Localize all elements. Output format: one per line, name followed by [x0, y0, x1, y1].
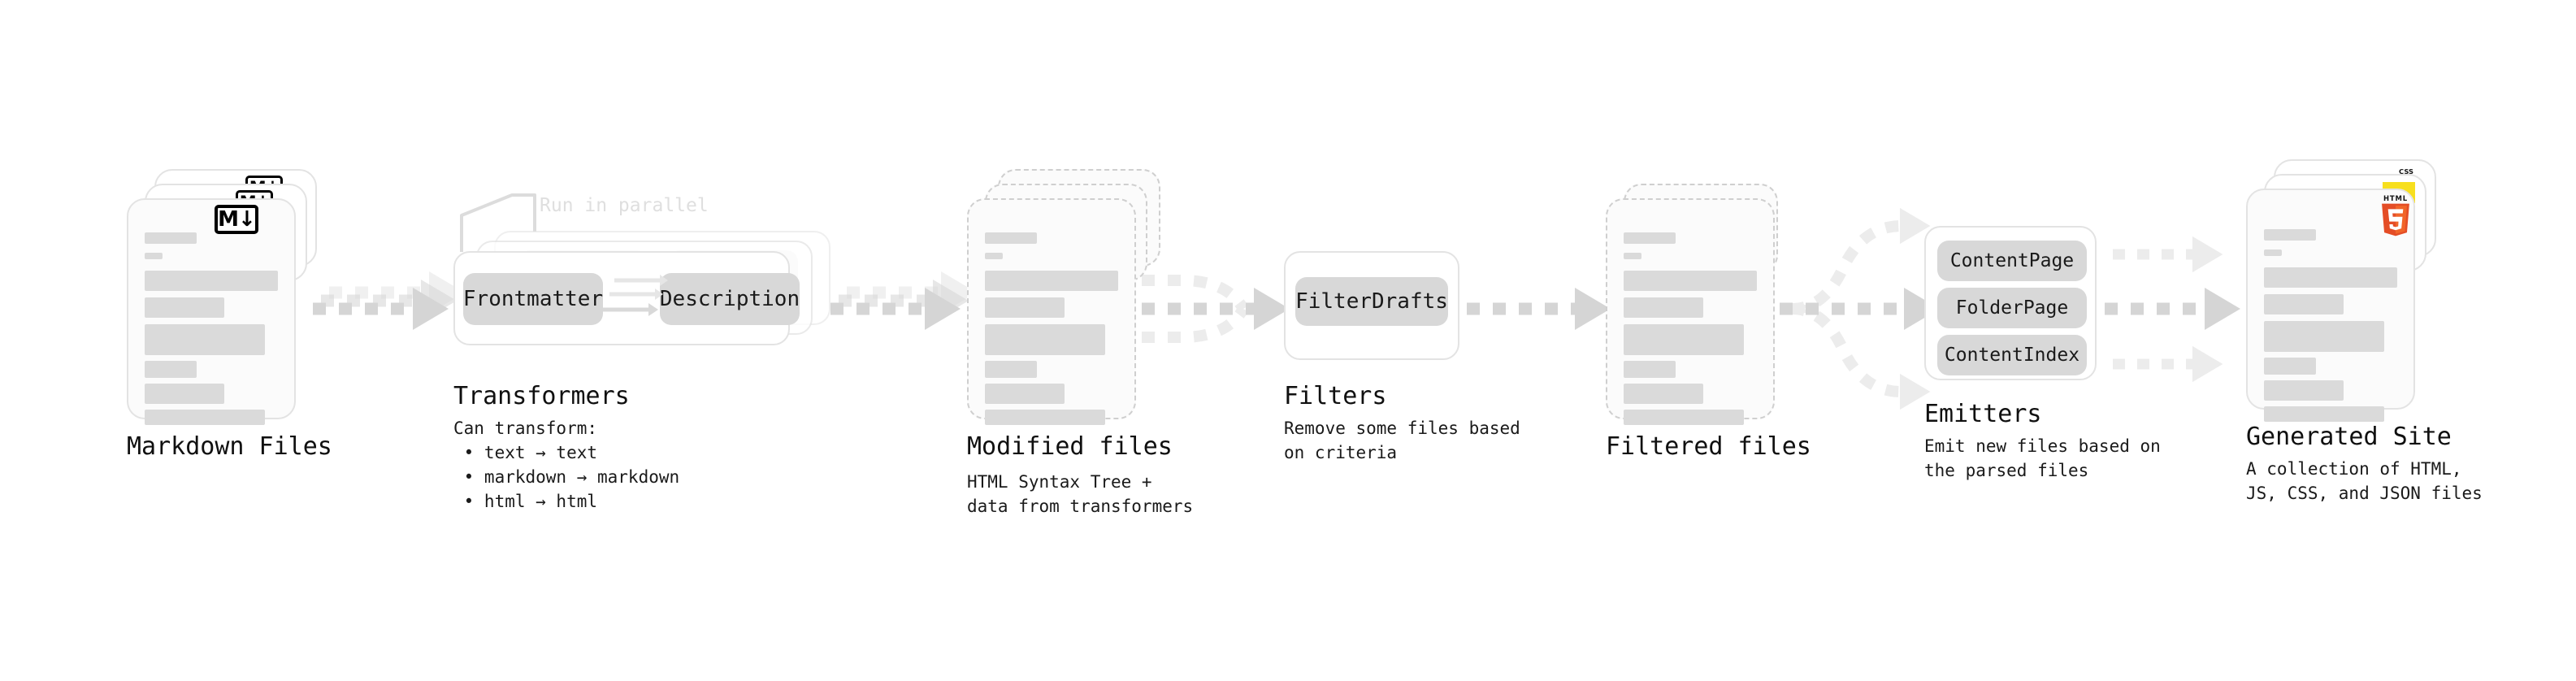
emitter-group: ContentPage FolderPage ContentIndex	[1924, 226, 2097, 380]
filter-chip-filterdrafts[interactable]: FilterDrafts	[1295, 277, 1448, 326]
skeleton-line	[2264, 229, 2316, 241]
transformer-group-front: Frontmatter Description	[453, 251, 800, 345]
skeleton-line	[985, 253, 1003, 259]
skeleton-line	[1624, 232, 1676, 244]
stage-subtitle: Emit new files based on the parsed files	[1924, 436, 2161, 480]
skeleton-line	[145, 410, 265, 425]
stage-subtitle: A collection of HTML, JS, CSS, and JSON …	[2246, 459, 2483, 503]
site-card-front	[2246, 189, 2415, 422]
skeleton-line	[2264, 321, 2384, 352]
skeleton-line	[145, 297, 224, 318]
arrow-filters-to-filtered	[1467, 288, 1611, 330]
stage-title: Markdown Files	[127, 432, 332, 461]
html5-icon: HTML	[2382, 194, 2409, 236]
markdown-card-front	[127, 198, 296, 425]
skeleton-line	[1624, 384, 1703, 404]
skeleton-line	[1624, 361, 1676, 378]
skeleton-line	[985, 271, 1118, 291]
svg-text:CSS: CSS	[2399, 167, 2413, 176]
stage-title: Emitters	[1924, 400, 2042, 428]
stage-title: Filtered files	[1606, 432, 1811, 461]
skeleton-line	[2264, 267, 2397, 288]
skeleton-line	[985, 324, 1105, 355]
stage-subtitle: Can transform: • text → text • markdown …	[453, 419, 680, 511]
html5-badge: HTML	[2378, 193, 2413, 237]
skeleton-line	[145, 271, 278, 291]
arrow-filtered-to-emitters	[1780, 207, 1940, 410]
skeleton-line	[985, 232, 1037, 244]
skeleton-line	[2264, 294, 2344, 314]
skeleton-line	[985, 384, 1065, 404]
skeleton-line	[1624, 297, 1703, 318]
skeleton-line	[2264, 406, 2384, 422]
skeleton-line	[985, 297, 1065, 318]
run-in-parallel-label: Run in parallel	[540, 195, 709, 216]
arrow-emitters-to-site	[2105, 236, 2240, 383]
markdown-badge-front: M↓	[215, 205, 258, 234]
skeleton-line	[2264, 249, 2282, 256]
skeleton-line	[145, 253, 163, 259]
transformer-chip-description[interactable]: Description	[660, 273, 800, 325]
skeleton-line	[145, 324, 265, 355]
skeleton-line	[985, 410, 1105, 425]
stage-title: Filters	[1284, 382, 1387, 410]
emitter-chip-contentindex[interactable]: ContentIndex	[1937, 335, 2087, 375]
skeleton-line	[145, 232, 197, 244]
stage-subtitle: Remove some files based on criteria	[1284, 419, 1520, 462]
arrow-modified-to-filters	[1142, 275, 1290, 343]
skeleton-line	[1624, 324, 1744, 355]
skeleton-line	[145, 384, 224, 404]
arrow-markdown-to-transformers	[313, 271, 465, 330]
stage-subtitle: HTML Syntax Tree + data from transformer…	[967, 472, 1194, 516]
skeleton-line	[1624, 271, 1757, 291]
filter-group: FilterDrafts	[1284, 251, 1459, 360]
skeleton-line	[1624, 410, 1744, 425]
stage-title: Transformers	[453, 382, 630, 410]
stage-title: Generated Site	[2246, 423, 2452, 451]
skeleton-line	[2264, 358, 2316, 375]
modified-card-front	[967, 198, 1136, 425]
emitter-chip-folderpage[interactable]: FolderPage	[1937, 288, 2087, 328]
skeleton-line	[2264, 380, 2344, 401]
filtered-card-front	[1606, 198, 1775, 425]
skeleton-line	[1624, 253, 1641, 259]
skeleton-line	[985, 361, 1037, 378]
stage-title: Modified files	[967, 432, 1173, 461]
skeleton-line	[145, 361, 197, 378]
arrow-transformers-to-modified	[830, 271, 977, 330]
emitter-chip-contentpage[interactable]: ContentPage	[1937, 241, 2087, 281]
svg-text:HTML: HTML	[2383, 194, 2408, 202]
transformer-chip-frontmatter[interactable]: Frontmatter	[463, 273, 603, 325]
